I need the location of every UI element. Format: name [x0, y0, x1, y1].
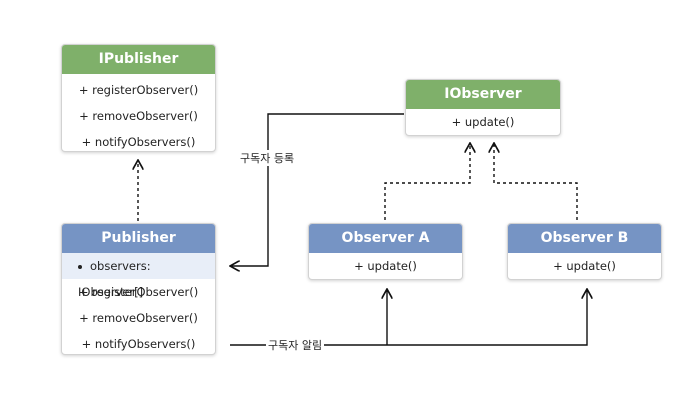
notify-line [230, 289, 587, 346]
subscribe-label: 구독자 등록 [238, 150, 297, 166]
ipublisher-title: IPublisher [62, 45, 215, 74]
ipublisher-method: + removeObserver() [79, 109, 198, 123]
iobserver-title: IObserver [406, 80, 560, 109]
observer-a-method: + update() [354, 259, 417, 273]
publisher-field-text: observers: IObserver[] [78, 259, 151, 299]
publisher-field: observers: IObserver[] [62, 253, 215, 299]
publisher-title: Publisher [62, 224, 215, 253]
observer-a-implements-line [384, 143, 470, 220]
publisher-method: + registerObserver() [78, 285, 199, 299]
observer-a-box: Observer A + update() [308, 223, 463, 280]
notify-label: 구독자 알림 [266, 337, 325, 353]
subscribe-line [230, 113, 404, 266]
observer-b-implements-line [494, 143, 578, 220]
publisher-method: + notifyObservers() [81, 337, 196, 351]
ipublisher-method: + registerObserver() [78, 83, 199, 97]
iobserver-box: IObserver + update() [405, 79, 561, 136]
observer-b-title: Observer B [508, 224, 661, 253]
ipublisher-box: IPublisher + registerObserver() + remove… [61, 44, 216, 152]
observer-b-box: Observer B + update() [507, 223, 662, 280]
bullet-icon [78, 264, 82, 269]
ipublisher-method: + notifyObservers() [81, 135, 196, 149]
publisher-box: Publisher observers: IObserver[] + regis… [61, 223, 216, 355]
observer-b-method: + update() [553, 259, 616, 273]
iobserver-method: + update() [451, 115, 515, 129]
publisher-method: + removeObserver() [79, 311, 198, 325]
observer-a-title: Observer A [309, 224, 462, 253]
